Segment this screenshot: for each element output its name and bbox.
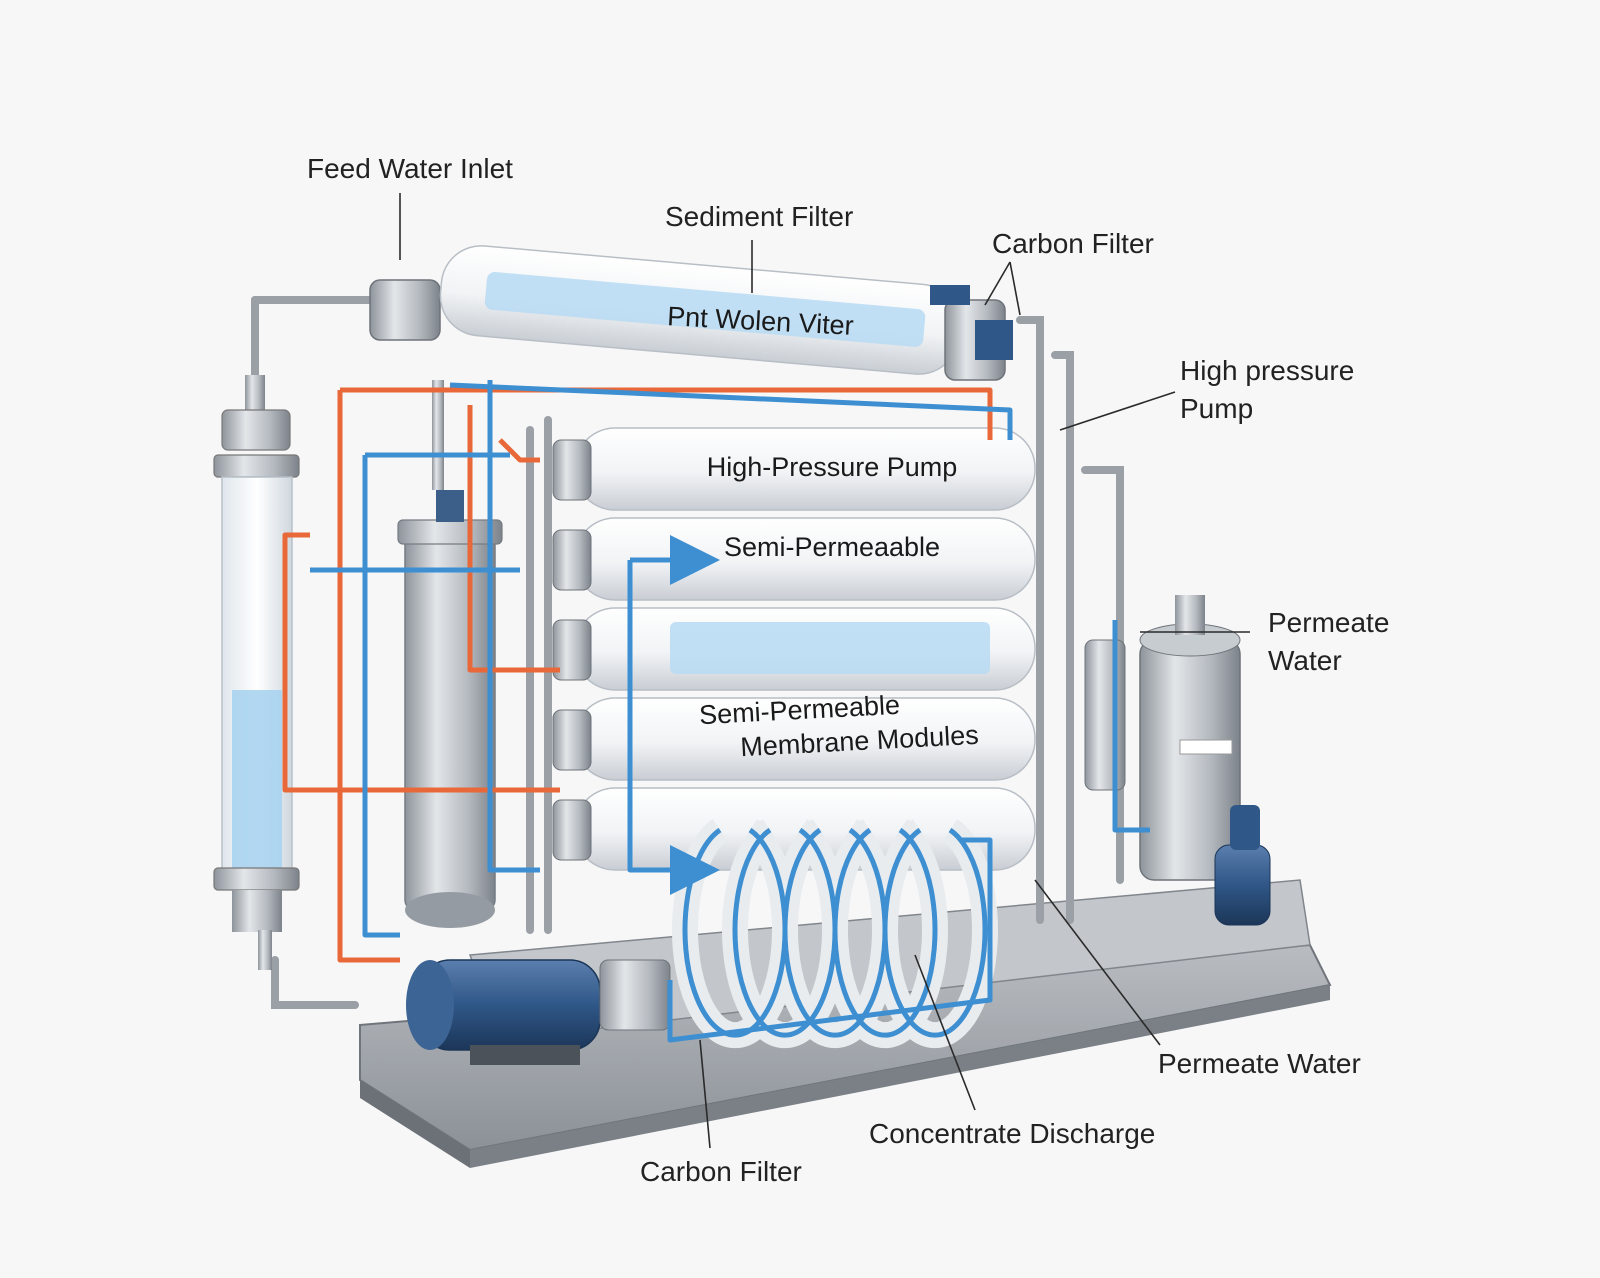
carbon-filter-top-label: Carbon Filter — [992, 228, 1154, 259]
spiral-coil-assembly — [672, 819, 998, 1049]
concentrate-discharge-label: Concentrate Discharge — [869, 1118, 1155, 1149]
leader-lines — [399, 193, 1250, 1149]
high-pressure-pump-label-line2: Pump — [1180, 393, 1253, 424]
sediment-filter-housing — [369, 245, 1013, 381]
left-cartridge-filter — [213, 375, 300, 970]
blue-pipe-network — [310, 380, 1150, 1043]
secondary-pump-motor — [1214, 805, 1271, 926]
sediment-filter-label: Sediment Filter — [665, 201, 853, 232]
module-1-label: High-Pressure Pump — [707, 452, 958, 482]
membrane-stack — [552, 427, 1036, 871]
membrane-module-1 — [552, 427, 1036, 511]
high-pressure-pump-label-line1: High pressure — [1180, 355, 1354, 386]
stainless-vessel — [397, 380, 503, 928]
permeate-water-right-label-line1: Permeate — [1268, 607, 1389, 638]
feed-water-inlet-label: Feed Water Inlet — [307, 153, 513, 184]
membrane-module-4 — [552, 697, 1036, 781]
callout-labels: Feed Water Inlet Sediment Filter Carbon … — [307, 153, 1389, 1187]
permeate-water-right-label-line2: Water — [1268, 645, 1342, 676]
module-2-label: Semi-Permeaable — [724, 532, 940, 562]
permeate-tank — [1084, 595, 1241, 881]
main-pump-motor — [406, 959, 671, 1065]
steel-frame — [251, 296, 1124, 1009]
membrane-module-3 — [552, 607, 1036, 691]
carbon-filter-bottom-label: Carbon Filter — [640, 1156, 802, 1187]
permeate-water-bottom-label: Permeate Water — [1158, 1048, 1361, 1079]
